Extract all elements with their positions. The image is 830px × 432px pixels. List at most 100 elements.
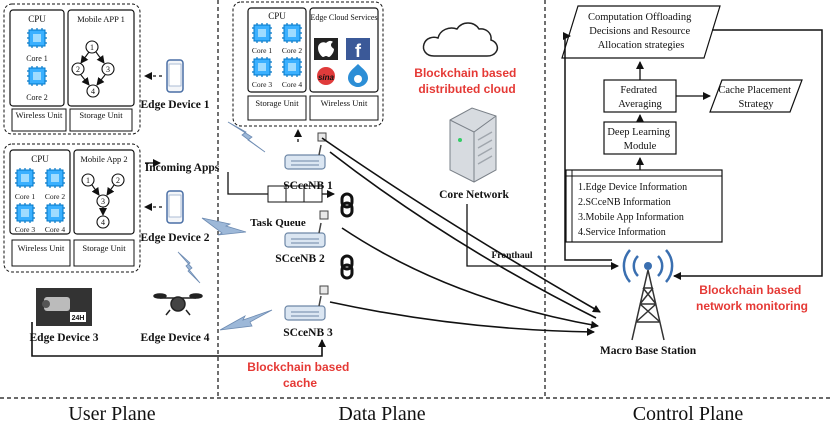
core-label: Core 3 — [15, 225, 35, 234]
fronthaul-label: Fronthaul — [491, 251, 532, 261]
sccenb-2-label: SCceNB 2 — [275, 253, 325, 265]
storage-unit-label: Storage Unit — [79, 110, 123, 120]
edge-device-2-panel: CPU Core 1 Core 2 Core 3 Core 4 Mobile A… — [3, 143, 141, 273]
cpu-label: CPU — [31, 154, 49, 164]
core-label: Core 2 — [282, 46, 302, 55]
camera-icon: 24H — [36, 288, 92, 326]
wireless-unit-label: Wireless Unit — [16, 110, 63, 120]
core-label: Core 2 — [26, 93, 48, 102]
blockchain-cloud-label: Blockchain based distributed cloud — [414, 66, 519, 96]
facebook-logo: f — [346, 38, 370, 61]
macro-to-offloading-link — [563, 32, 612, 261]
averaging-box — [603, 79, 677, 113]
macro-base-station-icon — [622, 249, 674, 341]
cpu-core-icon — [14, 167, 36, 189]
cpu-core-icon — [26, 65, 48, 87]
apple-logo — [314, 38, 338, 60]
user-plane-label: User Plane — [68, 403, 155, 425]
core-label: Core 2 — [45, 192, 65, 201]
router-icon — [284, 295, 326, 321]
cpu-core-icon — [251, 22, 273, 44]
backhaul-links — [321, 137, 601, 336]
offloading-to-macro-link — [673, 29, 823, 280]
app-node: 1 — [86, 176, 90, 185]
device3-link — [31, 322, 326, 357]
app-node: 4 — [91, 87, 95, 96]
edge-device-1-panel: CPU Core 1 Core 2 Mobile APP 1 1 2 3 4 W… — [3, 3, 141, 135]
cpu-core-icon — [281, 22, 303, 44]
chain-link-icon — [340, 254, 354, 280]
incoming-apps-label: Incoming Apps — [145, 162, 220, 174]
edge-device-3-label: Edge Device 3 — [30, 332, 99, 344]
edge-device-4-label: Edge Device 4 — [141, 332, 210, 344]
blockchain-cache-label: Blockchain based cache — [247, 360, 352, 390]
app-node: 1 — [90, 43, 94, 52]
app-node: 2 — [76, 65, 80, 74]
app-node: 2 — [116, 176, 120, 185]
cpu-core-icon — [44, 202, 66, 224]
core-network-label: Core Network — [439, 189, 509, 201]
offloading-label: Computation Offloading Decisions and Res… — [588, 12, 694, 51]
info-item: 1.Edge Device Information — [578, 182, 687, 193]
cache-strategy-box — [709, 79, 803, 113]
core-label: Core 3 — [252, 80, 272, 89]
cpu-label: CPU — [28, 14, 46, 24]
mobile-app-label: Mobile APP 1 — [77, 14, 125, 24]
averaging-label: Fedrated Averaging — [618, 85, 662, 110]
info-box — [565, 169, 723, 243]
app-graph — [71, 40, 115, 98]
edge-server-panel: CPU Core 1 Core 2 Core 3 Core 4 Edge Clo… — [232, 1, 384, 127]
app-node: 3 — [106, 65, 110, 74]
cpu-label: CPU — [268, 11, 286, 21]
edge-device-2-label: Edge Device 2 — [141, 232, 210, 244]
storage-unit-label: Storage Unit — [82, 243, 126, 253]
phone-icon — [166, 59, 184, 93]
sina-logo: sina — [317, 67, 335, 85]
wireless-zigzags — [177, 121, 273, 331]
info-item: 3.Mobile App Information — [578, 212, 684, 223]
core-label: Core 4 — [45, 225, 65, 234]
task-queue-label: Task Queue — [250, 217, 306, 229]
camera-24h-tag: 24H — [72, 315, 85, 322]
fronthaul-link — [466, 204, 619, 270]
sccenb-3-label: SCceNB 3 — [283, 327, 333, 339]
deep-learning-box — [603, 121, 677, 155]
router-icon — [284, 144, 326, 170]
cpu-core-icon — [44, 167, 66, 189]
storage-unit-label: Storage Unit — [255, 98, 299, 108]
app-node: 4 — [101, 218, 105, 227]
drone-icon — [153, 293, 203, 316]
cloud-icon — [422, 22, 499, 57]
app-graph — [81, 173, 125, 229]
antenna-icons — [317, 132, 329, 295]
data-plane-label: Data Plane — [338, 403, 425, 425]
info-item: 2.SCceNB Information — [578, 197, 671, 208]
svg-text:sina: sina — [318, 73, 335, 82]
deep-learning-label: Deep Learning Module — [607, 127, 672, 152]
drupal-logo — [348, 64, 368, 87]
info-item: 4.Service Information — [578, 227, 666, 238]
sccenb-1-label: SCceNB 1 — [283, 180, 333, 192]
edge-device-1-label: Edge Device 1 — [141, 99, 210, 111]
cache-strategy-label: Cache Placement Strategy — [718, 85, 793, 110]
cpu-core-icon — [14, 202, 36, 224]
chain-link-icon — [340, 192, 354, 218]
app-node: 3 — [101, 197, 105, 206]
plane-separators — [0, 0, 830, 399]
macro-base-station-label: Macro Base Station — [600, 345, 697, 357]
cpu-core-icon — [26, 27, 48, 49]
core-label: Core 1 — [252, 46, 272, 55]
phone-icon — [166, 190, 184, 224]
edge-cloud-services-label: Edge Cloud Services — [310, 13, 377, 22]
core-label: Core 1 — [15, 192, 35, 201]
offloading-box — [561, 5, 721, 59]
wireless-unit-label: Wireless Unit — [321, 98, 368, 108]
cpu-core-icon — [251, 56, 273, 78]
core-label: Core 1 — [26, 54, 48, 63]
core-network-icon — [449, 107, 497, 183]
cpu-core-icon — [281, 56, 303, 78]
task-queue — [227, 172, 335, 203]
mobile-app-label: Mobile App 2 — [80, 154, 127, 164]
wireless-unit-label: Wireless Unit — [18, 243, 65, 253]
